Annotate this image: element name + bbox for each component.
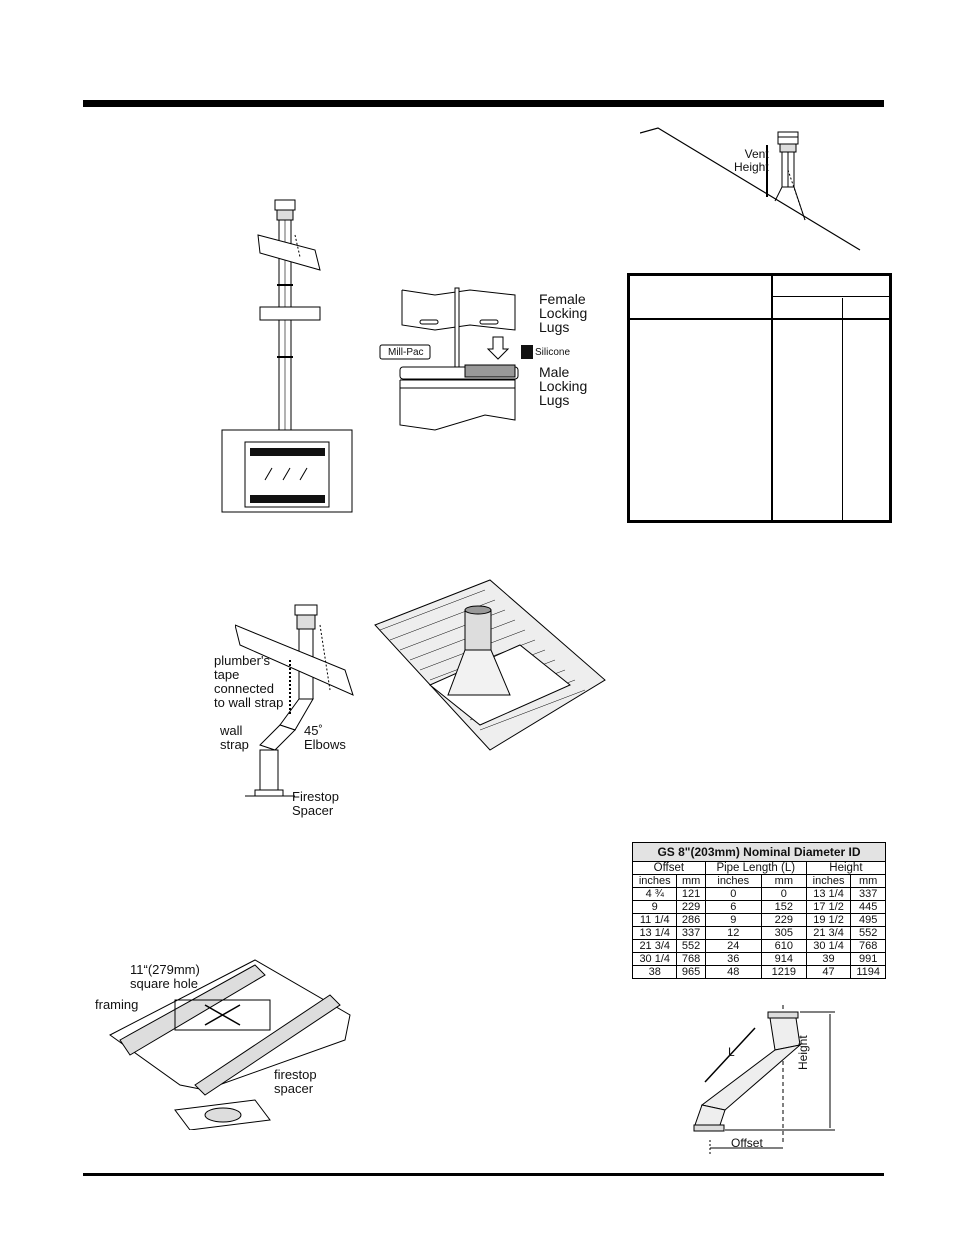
table-cell: 39: [805, 952, 852, 966]
table-cell: 610: [760, 939, 807, 953]
table-cell: 6: [704, 900, 762, 914]
table-cell: 11 1/4: [631, 913, 678, 927]
table-cell: 286: [676, 913, 706, 927]
table-cell: 47: [805, 965, 852, 979]
table-cell: 21 3/4: [805, 926, 852, 940]
table-cell: 19 1/2: [805, 913, 852, 927]
table-cell: 965: [676, 965, 706, 979]
table-cell: 9: [704, 913, 762, 927]
offset-table-group: Pipe Length (L): [704, 861, 807, 875]
table-cell: 17 1/2: [805, 900, 852, 914]
wall-strap-label: wall strap: [220, 723, 249, 752]
table-cell: 552: [850, 926, 886, 940]
table-cell: 13 1/4: [631, 926, 678, 940]
table-cell: 495: [850, 913, 886, 927]
male-locking-lugs-label: Male Locking Lugs: [539, 364, 588, 408]
table-cell: 305: [760, 926, 807, 940]
offset-table-title: GS 8"(203mm) Nominal Diameter ID: [632, 842, 886, 862]
elbows-label: 45˚ Elbows: [304, 723, 346, 752]
dim-height-label: Height: [796, 1035, 810, 1070]
table-cell: 152: [760, 900, 807, 914]
dim-l-label: L: [728, 1045, 735, 1059]
table-cell: 445: [850, 900, 886, 914]
silicone-label: Silicone: [535, 347, 571, 358]
offset-table-unit: mm: [850, 874, 886, 888]
table-cell: 991: [850, 952, 886, 966]
table-cell: 914: [760, 952, 807, 966]
table-cell: 38: [631, 965, 678, 979]
offset-table-unit: inches: [631, 874, 678, 888]
table-cell: 0: [704, 887, 762, 901]
framing-diagram: [109, 959, 351, 1130]
offset-table-unit: inches: [805, 874, 852, 888]
table-cell: 229: [676, 900, 706, 914]
table-cell: 768: [850, 939, 886, 953]
table-cell: 30 1/4: [631, 952, 678, 966]
table-cell: 1219: [760, 965, 807, 979]
table-cell: 4 ¾: [631, 887, 678, 901]
firestop-spacer-label: Firestop Spacer: [292, 789, 339, 818]
offset-table-unit: mm: [676, 874, 706, 888]
table-cell: 337: [850, 887, 886, 901]
header-rule: [83, 100, 884, 107]
footer-rule: [83, 1173, 884, 1176]
offset-table-group: Offset: [632, 861, 706, 875]
table-cell: 552: [676, 939, 706, 953]
vent-table: [627, 273, 892, 523]
offset-table-unit: mm: [760, 874, 807, 888]
plumbers-tape-label: plumber's tape connected to wall strap: [214, 653, 284, 710]
roof-flashing-diagram: [374, 579, 606, 751]
vent-height-label: Vent Height: [734, 147, 769, 174]
locking-lugs-diagram: [379, 287, 533, 431]
offset-dimension-diagram: [693, 1005, 835, 1155]
offset-table: GS 8"(203mm) Nominal Diameter ID Offset …: [631, 842, 887, 979]
firestop-spacer-bottom-label: firestop spacer: [274, 1067, 317, 1096]
female-locking-lugs-label: Female Locking Lugs: [539, 291, 588, 335]
table-cell: 337: [676, 926, 706, 940]
offset-table-unit: inches: [704, 874, 762, 888]
table-cell: 0: [760, 887, 807, 901]
table-cell: 24: [704, 939, 762, 953]
table-cell: 13 1/4: [805, 887, 852, 901]
framing-label: framing: [95, 997, 139, 1012]
square-hole-label: 11“(279mm) square hole: [130, 962, 200, 991]
table-cell: 30 1/4: [805, 939, 852, 953]
vent-height-diagram: [640, 127, 861, 251]
chimney-fireplace-diagram: [221, 199, 353, 513]
table-cell: 21 3/4: [631, 939, 678, 953]
table-cell: 121: [676, 887, 706, 901]
table-cell: 12: [704, 926, 762, 940]
table-cell: 9: [631, 900, 678, 914]
dim-offset-label: Offset: [731, 1136, 763, 1150]
table-cell: 36: [704, 952, 762, 966]
table-cell: 229: [760, 913, 807, 927]
offset-elbow-diagram: [235, 604, 354, 797]
offset-table-group: Height: [805, 861, 887, 875]
table-cell: 768: [676, 952, 706, 966]
table-cell: 1194: [850, 965, 886, 979]
mill-pac-label: Mill-Pac: [388, 347, 424, 358]
table-cell: 48: [704, 965, 762, 979]
